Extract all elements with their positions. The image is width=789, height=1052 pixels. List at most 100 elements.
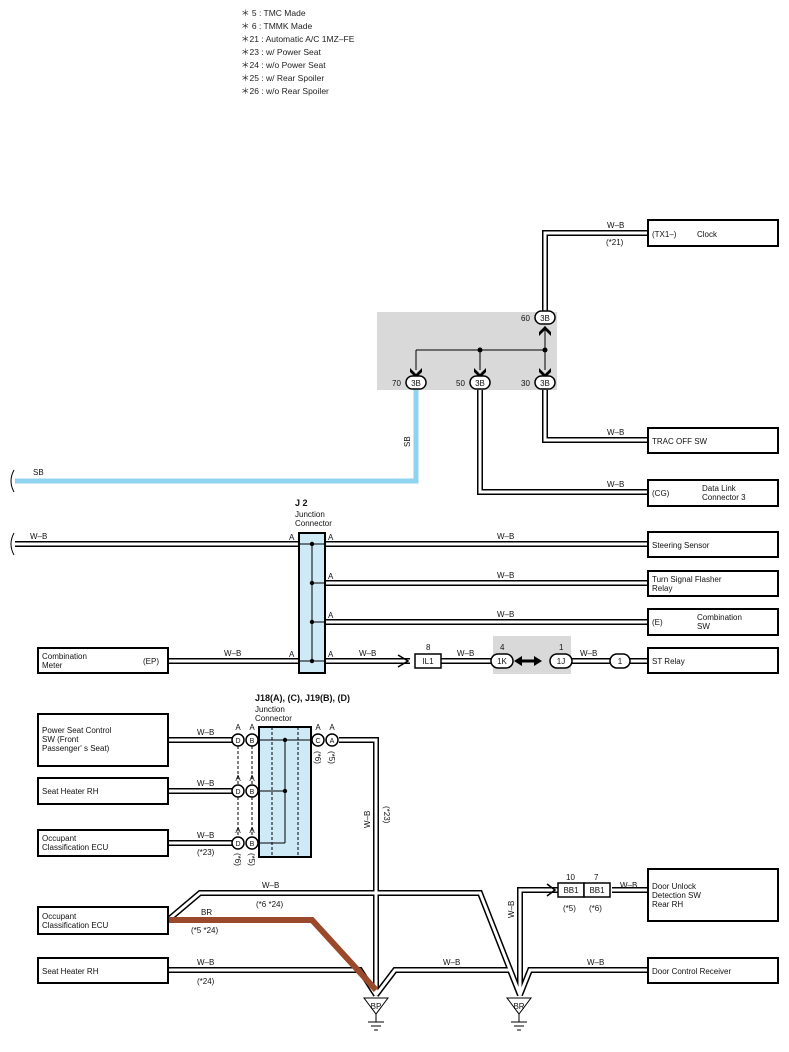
wire-label: W–B (363, 811, 372, 828)
combination-meter-label: Combination (42, 652, 87, 661)
j18-pin-d: D (235, 738, 240, 745)
occupant-ecu-label: Classification ECU (42, 921, 108, 930)
dlc-label: Data Link (702, 484, 737, 493)
connector-il1 (414, 653, 442, 669)
wire-label: W–B (30, 532, 47, 541)
j18-pin-a: A (235, 774, 241, 783)
condition-label: (*6 *24) (256, 900, 283, 909)
occupant-classification-ecu-box (37, 906, 169, 935)
j2-pin-a: A (328, 533, 334, 542)
connector-3b-label: 3B (540, 379, 550, 388)
door-unlock-label: Door Unlock (652, 882, 697, 891)
j18-pin-a: A (235, 723, 241, 732)
clock-label: Clock (697, 230, 718, 239)
j2-pin-a: A (328, 611, 334, 620)
j18-pin-a: A (249, 826, 255, 835)
connector-il1-label: IL1 (422, 657, 434, 666)
wire-label: W–B (224, 649, 241, 658)
condition-label: (*5 *24) (191, 926, 218, 935)
connector-1j-label: 1J (557, 657, 565, 666)
j2-pin-a: A (328, 650, 334, 659)
condition-label: (*23) (382, 806, 391, 824)
j18-pin-d: D (235, 841, 240, 848)
j18-pin-a: A (315, 723, 321, 732)
combination-meter-pin-label: (EP) (143, 657, 159, 666)
j18-subtitle: Junction (255, 705, 285, 714)
door-unlock-label: Rear RH (652, 900, 683, 909)
combination-sw-pin-label: (E) (652, 618, 663, 627)
st-relay-box (647, 647, 779, 674)
sb-wire-label: SB (33, 468, 44, 477)
combination-sw-label: SW (697, 622, 710, 631)
clock-box (647, 219, 779, 247)
condition-label: (*6) (313, 751, 322, 764)
wire-label: W–B (580, 649, 597, 658)
wire-label: W–B (507, 901, 516, 918)
occupant-classification-ecu-box (37, 829, 169, 857)
wire-label: W–B (359, 649, 376, 658)
seat-heater-rh-box (37, 777, 169, 805)
occupant-ecu-label: Classification ECU (42, 843, 108, 852)
connector-1j-pin: 1 (559, 643, 564, 652)
note: ＊ 6 : TMMK Made (241, 21, 313, 31)
condition-label: (*5) (247, 853, 256, 866)
dlc-label: Connector 3 (702, 493, 746, 502)
clock-pin-label: (TX1–) (652, 230, 677, 239)
j18-subtitle: Connector (255, 714, 292, 723)
wire-label: W–B (607, 221, 624, 230)
seat-heater-label: Seat Heater RH (42, 787, 99, 796)
condition-label: (*21) (606, 238, 624, 247)
wire-label: W–B (197, 728, 214, 737)
pin-60: 60 (521, 314, 530, 323)
j18-pin-d: D (235, 789, 240, 796)
note: ＊23 : w/ Power Seat (241, 47, 321, 57)
dlc-pin-label: (CG) (652, 489, 670, 498)
connector-bb1-pin: 7 (594, 873, 599, 882)
wire-label: W–B (497, 571, 514, 580)
wire-label: W–B (497, 532, 514, 541)
connector-3b-area (377, 312, 557, 390)
power-seat-label: SW (Front (42, 735, 79, 744)
connector-bb1-label: BB1 (589, 886, 605, 895)
connector-il1-pin: 8 (426, 643, 431, 652)
combination-meter-box (37, 647, 169, 674)
j18-pin-a: A (235, 826, 241, 835)
connector-1k-pin: 4 (500, 643, 505, 652)
j18-title: J18(A), (C), J19(B), (D) (255, 693, 350, 703)
sb-wire-label: SB (403, 436, 412, 447)
power-seat-control-sw-box (37, 713, 169, 767)
wire-label: W–B (587, 958, 604, 967)
condition-label: (*6) (589, 904, 602, 913)
pin-30: 30 (521, 379, 530, 388)
j2-pin-a: A (289, 650, 295, 659)
wire-label: W–B (620, 881, 637, 890)
power-seat-label: Power Seat Control (42, 726, 112, 735)
j2-subtitle: Junction (295, 510, 325, 519)
j18-pin-b: B (250, 841, 255, 848)
note: ＊25 : w/ Rear Spoiler (241, 73, 325, 83)
steering-sensor-box (647, 531, 779, 558)
note: ＊24 : w/o Power Seat (241, 60, 326, 70)
st-relay-label: ST Relay (652, 657, 685, 666)
j2-pin-a: A (328, 572, 334, 581)
condition-label: (*5) (563, 904, 576, 913)
j2-pin-a: A (289, 533, 295, 542)
trac-off-sw-box (647, 427, 779, 454)
sb-wire (15, 390, 419, 484)
connector-1j (549, 653, 573, 669)
wire-label: W–B (197, 831, 214, 840)
j18-pin-a: A (249, 774, 255, 783)
door-control-receiver-label: Door Control Receiver (652, 967, 731, 976)
door-unlock-sw-box (647, 868, 779, 922)
wire-label: W–B (197, 779, 214, 788)
connector-1 (609, 653, 631, 669)
connector-3b-label: 3B (475, 379, 485, 388)
condition-label: (*24) (197, 977, 215, 986)
wire-label: W–B (197, 958, 214, 967)
wire-label: W–B (607, 480, 624, 489)
connector-1-label: 1 (618, 657, 623, 666)
trac-off-label: TRAC OFF SW (652, 437, 708, 446)
door-unlock-label: Detection SW (652, 891, 701, 900)
connector-bb1-label: BB1 (563, 886, 579, 895)
